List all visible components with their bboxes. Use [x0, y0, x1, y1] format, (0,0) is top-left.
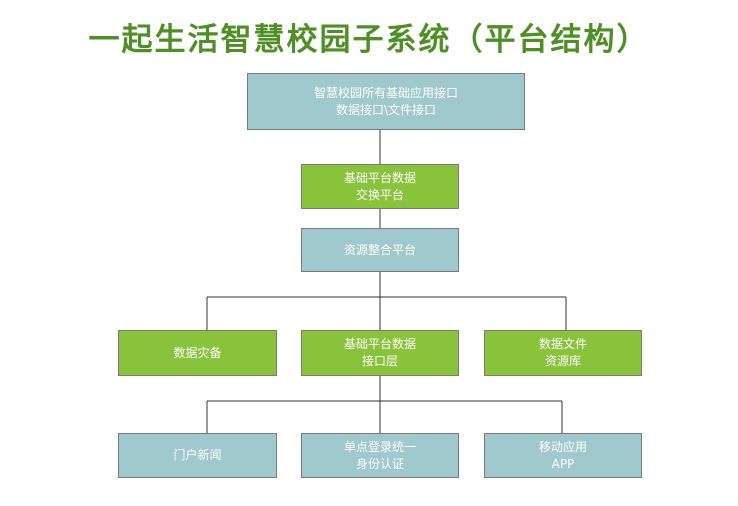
node-all-app-interfaces-line-1: 智慧校园所有基础应用接口 — [313, 85, 458, 100]
node-sso-identity-line-2: 身份认证 — [355, 456, 404, 471]
node-data-disaster-backup-line-1: 数据灾备 — [173, 345, 222, 360]
node-data-file-repository-line-2: 资源库 — [544, 354, 581, 368]
node-data-interface-layer: 基础平台数据 接口层 — [301, 330, 459, 376]
node-data-exchange-platform-line-2: 交换平台 — [355, 187, 404, 202]
node-all-app-interfaces-line-2: 数据接口\文件接口 — [335, 102, 437, 117]
node-sso-identity-line-1: 单点登录统一 — [343, 439, 416, 454]
node-resource-integration-platform: 资源整合平台 — [301, 228, 459, 272]
node-data-file-repository-line-1: 数据文件 — [538, 337, 587, 351]
node-sso-identity: 单点登录统一 身份认证 — [301, 433, 459, 478]
node-data-interface-layer-line-1: 基础平台数据 — [343, 337, 416, 351]
node-data-file-repository: 数据文件 资源库 — [484, 330, 642, 376]
node-data-exchange-platform: 基础平台数据 交换平台 — [301, 164, 459, 209]
node-data-exchange-platform-line-1: 基础平台数据 — [343, 170, 416, 185]
node-mobile-app-line-2: APP — [551, 456, 575, 471]
node-data-disaster-backup: 数据灾备 — [118, 330, 277, 376]
node-mobile-app-line-1: 移动应用 — [538, 439, 587, 454]
node-resource-integration-platform-line-1: 资源整合平台 — [343, 242, 416, 257]
node-portal-news-line-1: 门户新闻 — [173, 448, 222, 462]
node-data-interface-layer-line-2: 接口层 — [361, 354, 398, 368]
node-mobile-app: 移动应用 APP — [484, 433, 642, 478]
node-portal-news: 门户新闻 — [118, 433, 277, 478]
diagram-title: 一起生活智慧校园子系统（平台结构） — [88, 22, 650, 58]
node-all-app-interfaces: 智慧校园所有基础应用接口 数据接口\文件接口 — [247, 73, 525, 130]
